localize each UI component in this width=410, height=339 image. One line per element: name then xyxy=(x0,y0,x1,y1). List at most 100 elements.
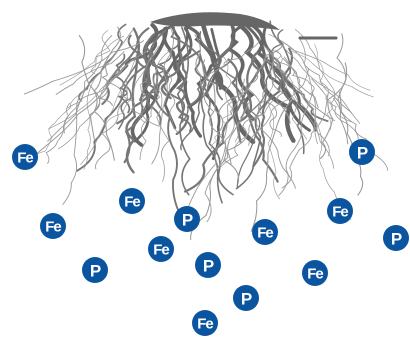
fine-root-hair xyxy=(204,84,244,223)
nutrient-fe-circle xyxy=(40,213,66,239)
nutrient-p-circle xyxy=(82,257,108,283)
fine-root-hair xyxy=(319,62,348,160)
fine-root-hair xyxy=(281,92,329,189)
fine-root-hair xyxy=(63,35,113,134)
lateral-root xyxy=(114,53,131,114)
fine-root-hair xyxy=(194,34,218,133)
nutrient-p-circle xyxy=(174,206,200,232)
nutrient-fe-particle: Fe xyxy=(327,198,353,224)
fine-root-hair xyxy=(265,54,280,200)
nutrient-fe-label: Fe xyxy=(257,225,273,242)
lateral-root xyxy=(199,31,246,119)
nutrient-p-label: P xyxy=(90,262,101,281)
fine-root-hair xyxy=(190,102,249,240)
fine-root-hair xyxy=(272,50,315,95)
main-root xyxy=(187,23,245,108)
fine-root-hair xyxy=(55,51,125,95)
lateral-root xyxy=(117,51,139,130)
nutrient-fe-particle: Fe xyxy=(302,260,328,286)
nutrient-fe-circle xyxy=(252,219,278,245)
fine-root-hair xyxy=(106,81,160,127)
nutrient-fe-label: Fe xyxy=(307,266,323,283)
nutrient-fe-particle: Fe xyxy=(12,144,38,170)
nutrient-fe-label: Fe xyxy=(45,219,61,236)
lateral-root xyxy=(235,51,274,190)
nutrient-p-particle: P xyxy=(82,257,108,283)
nutrient-p-label: P xyxy=(391,230,402,249)
fine-root-hair xyxy=(211,105,234,150)
nutrient-p-particle: P xyxy=(174,206,200,232)
fine-root-hair xyxy=(311,78,364,152)
fine-root-hair xyxy=(314,44,333,131)
nutrient-fe-particle: Fe xyxy=(119,188,145,214)
lateral-root xyxy=(168,19,224,101)
nutrient-p-circle xyxy=(349,139,375,165)
nutrient-p-circle xyxy=(383,225,409,251)
fine-root-hair xyxy=(105,45,160,128)
nutrient-p-label: P xyxy=(357,144,368,163)
nutrient-fe-circle xyxy=(327,198,353,224)
nutrient-fe-label: Fe xyxy=(153,242,169,259)
nutrient-p-label: P xyxy=(182,211,193,230)
fine-root-hair xyxy=(263,45,291,124)
fine-root-hair xyxy=(89,26,121,141)
nutrient-fe-particle: Fe xyxy=(192,310,218,336)
lateral-root xyxy=(236,56,269,189)
nutrient-fe-circle xyxy=(148,236,174,262)
fine-root-hair xyxy=(218,44,284,113)
fine-root-hair xyxy=(300,102,352,221)
fine-root-hair xyxy=(219,98,275,169)
fine-root-hair xyxy=(183,78,245,221)
fine-root-hair xyxy=(80,54,137,165)
nutrient-p-particle: P xyxy=(383,225,409,251)
fine-root-hair xyxy=(222,56,240,143)
lateral-root xyxy=(269,20,305,155)
fine-root-hair xyxy=(139,50,170,161)
fine-root-hair xyxy=(47,49,150,130)
nutrient-p-particle: P xyxy=(233,285,259,311)
fine-root-hair xyxy=(162,67,179,134)
nutrient-fe-label: Fe xyxy=(17,150,33,167)
nutrient-fe-particle: Fe xyxy=(40,213,66,239)
fine-root-hair xyxy=(151,26,174,165)
fine-root-hair xyxy=(83,76,96,170)
lateral-root xyxy=(227,58,279,183)
fine-root-hair xyxy=(95,80,128,170)
fine-root-hair xyxy=(62,87,86,205)
fine-root-hair xyxy=(78,34,115,161)
nutrient-fe-particle: Fe xyxy=(148,236,174,262)
lateral-root xyxy=(145,42,172,100)
nutrient-p-circle xyxy=(195,252,221,278)
nutrient-fe-circle xyxy=(119,188,145,214)
fine-root-hair xyxy=(34,95,79,160)
fine-root-hair xyxy=(250,98,294,232)
nutrient-p-particle: P xyxy=(195,252,221,278)
fine-root-hair xyxy=(278,92,313,196)
fine-root-hair xyxy=(336,33,349,145)
nutrient-fe-label: Fe xyxy=(124,194,140,211)
nutrient-fe-circle xyxy=(12,144,38,170)
fine-root-hair xyxy=(45,102,71,164)
nutrient-fe-particle: Fe xyxy=(252,219,278,245)
nutrient-fe-circle xyxy=(192,310,218,336)
lateral-root xyxy=(181,38,233,124)
nutrient-fe-label: Fe xyxy=(332,204,348,221)
fine-root-hair xyxy=(59,35,124,86)
lateral-root xyxy=(175,51,190,136)
fine-root-hair xyxy=(278,42,361,124)
root-system xyxy=(21,12,389,240)
main-root xyxy=(245,24,311,132)
fine-root-hair xyxy=(262,85,282,137)
nutrient-p-circle xyxy=(233,285,259,311)
main-root xyxy=(170,21,183,91)
main-root xyxy=(163,27,193,130)
fine-root-hair xyxy=(23,40,145,95)
nutrient-p-label: P xyxy=(203,257,214,276)
fine-root-hair xyxy=(91,30,111,75)
lateral-root xyxy=(183,56,257,193)
fine-root-hair xyxy=(282,58,319,109)
fine-root-hair xyxy=(290,50,374,98)
nutrient-fe-circle xyxy=(302,260,328,286)
